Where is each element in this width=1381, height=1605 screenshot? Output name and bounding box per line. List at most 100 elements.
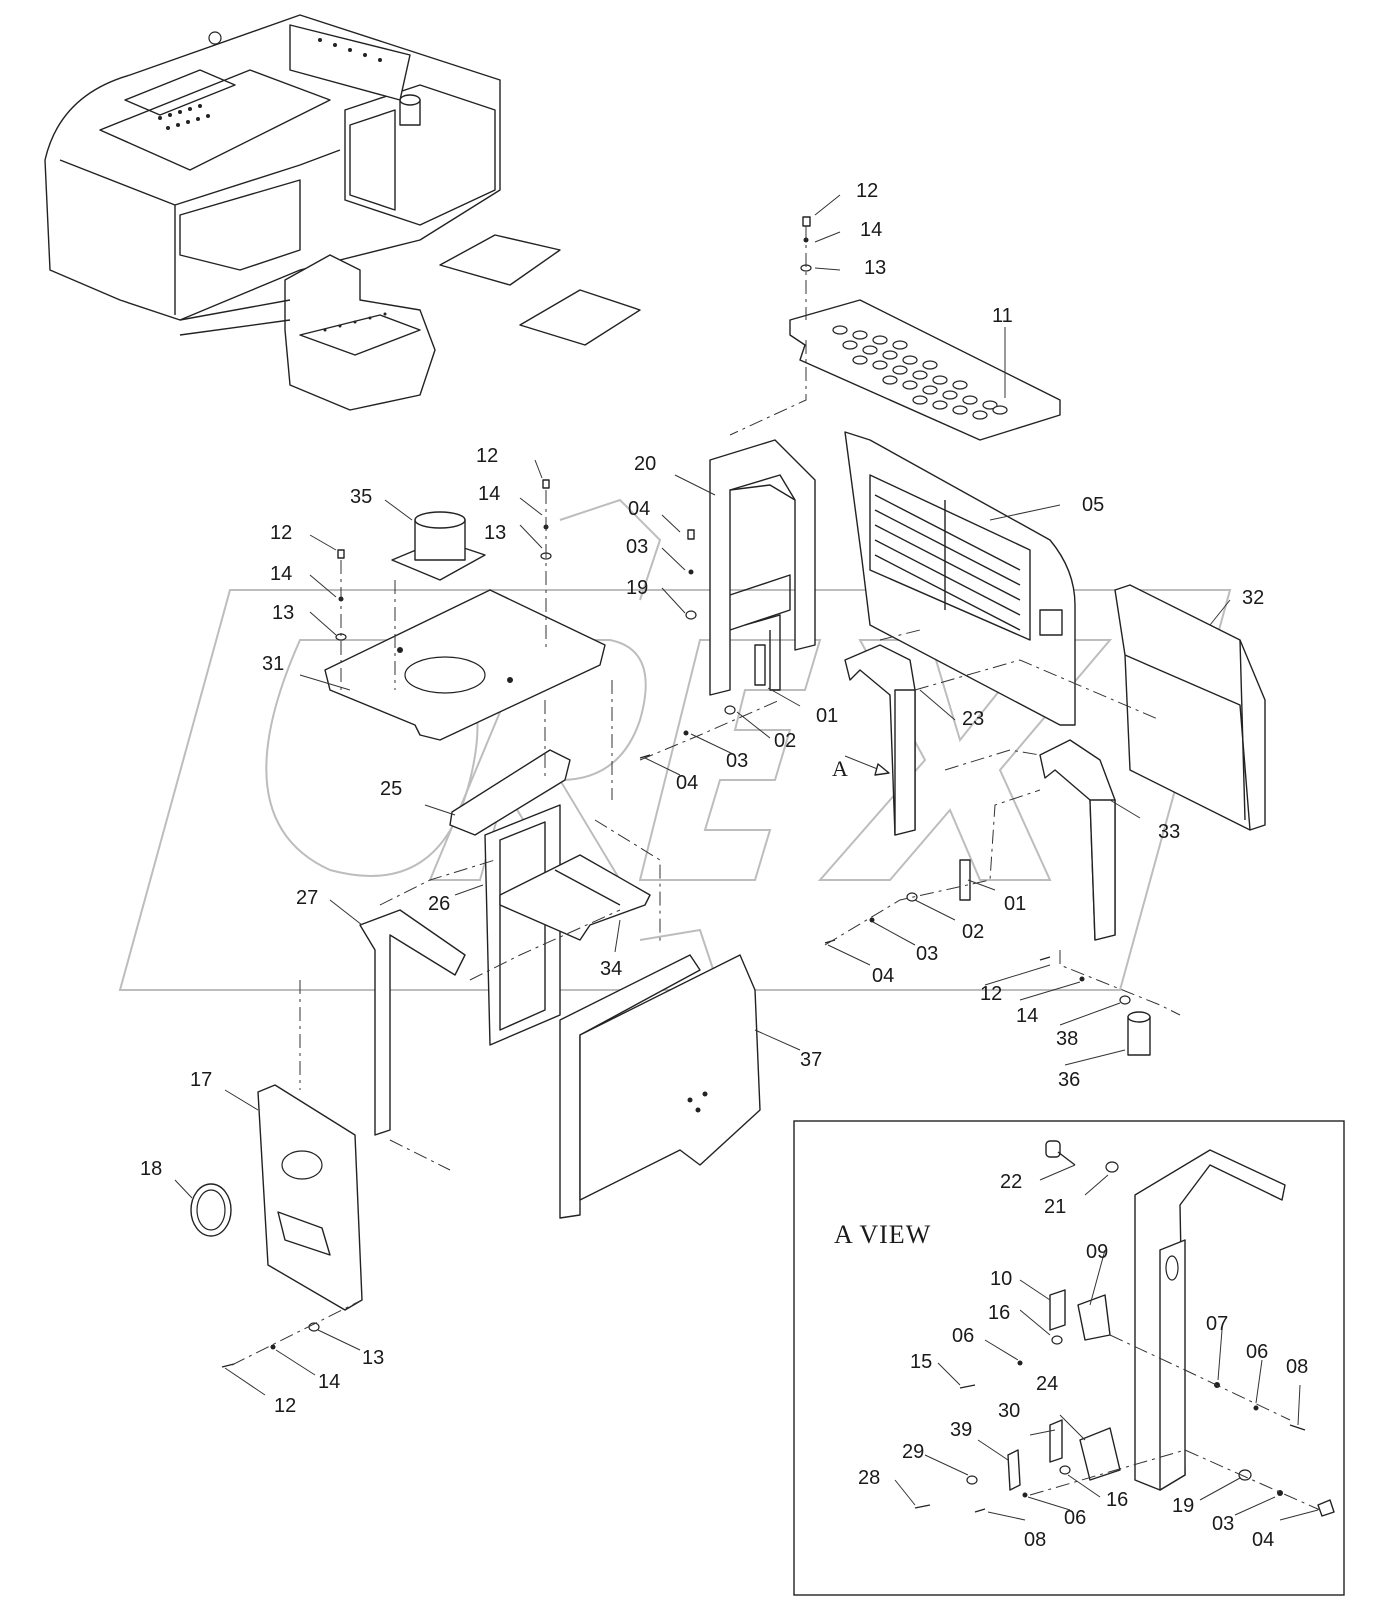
callout-19: 19 [1172,1495,1194,1517]
callout-04: 04 [872,965,894,987]
part-31-base-plate [324,589,606,741]
callout-39: 39 [950,1419,972,1441]
assembly-dash-lines [299,340,1181,1171]
callout-34: 34 [600,958,622,980]
callout-14: 14 [478,483,500,505]
callout-35: 35 [350,486,372,508]
callout-04: 04 [676,772,698,794]
callout-31: 31 [262,653,284,675]
callout-33: 33 [1158,821,1180,843]
callout-32: 32 [1242,587,1264,609]
callout-14: 14 [1016,1005,1038,1027]
grille-slats [874,494,1021,631]
view-a-arrow-label: A [832,756,848,781]
part-35-pipe-flange [391,511,486,581]
fasteners-part-20 [685,529,697,620]
callout-20: 20 [634,453,656,475]
view-a-arrow [844,755,890,776]
callout-13: 13 [864,257,886,279]
callout-01: 01 [1004,893,1026,915]
callout-11: 11 [992,305,1013,327]
callout-08: 08 [1024,1529,1046,1551]
part-26-frame [484,804,561,1046]
callout-02: 02 [774,730,796,752]
callout-14: 14 [318,1371,340,1393]
callout-05: 05 [1082,494,1104,516]
callout-labels: 12 14 13 11 12 14 13 35 12 14 13 31 20 0… [140,180,1264,1417]
callout-07: 07 [1206,1313,1228,1335]
callout-38: 38 [1056,1028,1078,1050]
callout-23: 23 [962,708,984,730]
a-view-leaders [894,1164,1319,1521]
callout-19: 19 [626,577,648,599]
callout-12: 12 [270,522,292,544]
callout-29: 29 [902,1441,924,1463]
callout-leaders [174,194,1231,1396]
callout-17: 17 [190,1069,212,1091]
callout-15: 15 [910,1351,932,1373]
part-25-bracket [449,749,571,836]
callout-16: 16 [988,1302,1010,1324]
callout-25: 25 [380,778,402,800]
callout-12: 12 [476,445,498,467]
part-05-grille-panel [844,431,1076,726]
fasteners-part-31 [335,479,552,690]
a-view-title: A VIEW [834,1220,931,1249]
callout-08: 08 [1286,1356,1308,1378]
callout-03: 03 [726,750,748,772]
part-17-side-cover [257,1084,363,1311]
callout-13: 13 [484,522,506,544]
part-37-side-frame [559,954,761,1219]
callout-06: 06 [952,1325,974,1347]
callout-14: 14 [270,563,292,585]
a-view-labels: A VIEW 22 21 09 10 16 06 15 07 06 08 24 … [834,1171,1308,1551]
callout-30: 30 [998,1400,1020,1422]
part-18-ring-seal [190,1183,232,1237]
part-36-sleeve [1039,956,1151,1056]
part-34-support [499,854,651,941]
fasteners-part-11 [800,216,812,320]
part-20-bracket-frame [709,439,816,696]
callout-22: 22 [1000,1171,1022,1193]
overview-vent-grid [158,38,387,332]
callout-13: 13 [362,1347,384,1369]
part-32-side-panel [1114,584,1266,831]
callout-10: 10 [990,1268,1012,1290]
callout-04: 04 [628,498,650,520]
callout-14: 14 [860,219,882,241]
callout-12: 12 [980,983,1002,1005]
callout-18: 18 [140,1158,162,1180]
callout-21: 21 [1044,1196,1066,1218]
fasteners-part-17 [221,1299,363,1368]
plate-hole-grid [832,325,1008,420]
part-11-top-plate [789,299,1061,441]
callout-28: 28 [858,1467,880,1489]
callout-26: 26 [428,893,450,915]
callout-01: 01 [816,705,838,727]
callout-03: 03 [1212,1513,1234,1535]
callout-03: 03 [626,536,648,558]
callout-27: 27 [296,887,318,909]
callout-03: 03 [916,943,938,965]
callout-06: 06 [1246,1341,1268,1363]
callout-09: 09 [1086,1241,1108,1263]
a-view-post [1134,1149,1286,1491]
callout-36: 36 [1058,1069,1080,1091]
a-view-detail-box [793,1120,1345,1596]
callout-24: 24 [1036,1373,1058,1395]
part-23-post [844,644,916,836]
callout-04: 04 [1252,1529,1274,1551]
callout-12: 12 [856,180,878,202]
callout-06: 06 [1064,1507,1086,1529]
part-27-stand [359,909,466,1136]
callout-13: 13 [272,602,294,624]
fasteners-cluster-lower [824,859,971,944]
a-view-fasteners [914,1140,1335,1517]
part-33-post [1039,739,1116,941]
callout-12: 12 [274,1395,296,1417]
callout-37: 37 [800,1049,822,1071]
callout-16: 16 [1106,1489,1128,1511]
callout-02: 02 [962,921,984,943]
machine-overview-illustration [44,14,641,411]
